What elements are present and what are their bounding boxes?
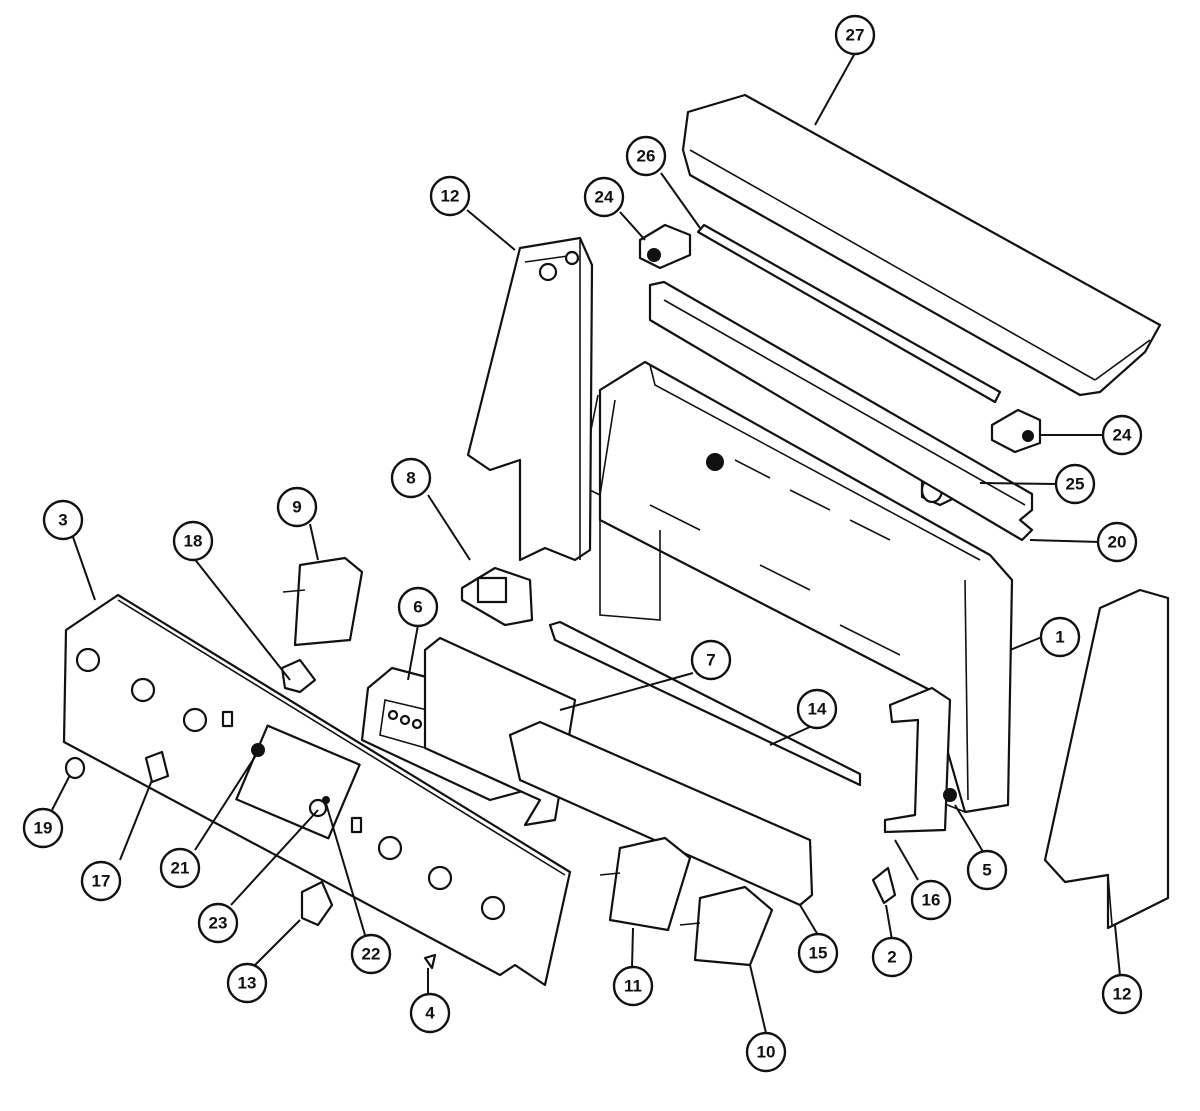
- callout-4: 4: [409, 992, 451, 1034]
- part-5-grommet: [943, 788, 957, 802]
- svg-text:15: 15: [809, 944, 828, 963]
- callout-22: 22: [350, 933, 392, 975]
- callout-14: 14: [796, 688, 838, 730]
- svg-text:3: 3: [58, 511, 67, 530]
- svg-text:14: 14: [808, 700, 827, 719]
- part-26-rod: [696, 223, 1002, 404]
- part-9-control: [282, 556, 364, 647]
- svg-text:17: 17: [92, 872, 111, 891]
- callout-15: 15: [797, 932, 839, 974]
- part-24-bracket-upper: [638, 223, 692, 270]
- part-4-screw: [423, 953, 437, 970]
- svg-text:26: 26: [637, 147, 656, 166]
- callout-9: 9: [276, 486, 318, 528]
- callout-18: 18: [172, 520, 214, 562]
- callout-2: 2: [871, 936, 913, 978]
- callout-20: 20: [1096, 521, 1138, 563]
- callout-12-lower: 12: [1101, 973, 1143, 1015]
- svg-text:12: 12: [441, 187, 460, 206]
- part-11-knob: [599, 836, 692, 932]
- svg-text:2: 2: [887, 948, 896, 967]
- part-24-bracket-lower: [990, 408, 1042, 454]
- callout-23: 23: [197, 902, 239, 944]
- callout-8: 8: [390, 457, 432, 499]
- callout-11: 11: [612, 965, 654, 1007]
- svg-text:19: 19: [34, 819, 53, 838]
- svg-text:25: 25: [1066, 475, 1085, 494]
- part-14-trim-strip: [548, 620, 862, 787]
- part-8-transformer: [460, 566, 534, 627]
- callout-24-lower: 24: [1101, 414, 1143, 456]
- svg-text:9: 9: [292, 498, 301, 517]
- svg-text:21: 21: [171, 859, 190, 878]
- svg-text:11: 11: [624, 977, 642, 996]
- part-17-rocker: [144, 750, 170, 784]
- part-18-switch: [280, 658, 317, 694]
- svg-text:12: 12: [1113, 985, 1132, 1004]
- svg-text:16: 16: [922, 891, 941, 910]
- svg-text:13: 13: [238, 974, 257, 993]
- part-19-lamp: [64, 756, 86, 780]
- part-12-side-endcap-right: [1043, 588, 1170, 930]
- callout-12-upper: 12: [429, 175, 471, 217]
- svg-text:27: 27: [846, 26, 865, 45]
- svg-text:24: 24: [1113, 426, 1132, 445]
- part-15-panel-bracket: [508, 720, 814, 907]
- callout-16: 16: [910, 879, 952, 921]
- callout-25: 25: [1054, 463, 1096, 505]
- callout-6: 6: [397, 586, 439, 628]
- part-27-top-trim: [681, 93, 1162, 397]
- svg-text:5: 5: [982, 861, 991, 880]
- callout-21: 21: [159, 847, 201, 889]
- svg-text:20: 20: [1108, 533, 1127, 552]
- svg-text:1: 1: [1055, 628, 1064, 647]
- callout-13: 13: [226, 962, 268, 1004]
- part-10-knob: [679, 885, 774, 967]
- part-16-side-bracket: [883, 686, 952, 834]
- part-13-knob: [300, 880, 334, 927]
- callout-26: 26: [625, 135, 667, 177]
- svg-text:22: 22: [362, 945, 381, 964]
- svg-text:23: 23: [209, 914, 228, 933]
- svg-text:8: 8: [406, 469, 415, 488]
- part-20-channel: [648, 280, 1034, 542]
- callout-3: 3: [42, 499, 84, 541]
- part-2-clip: [871, 866, 897, 905]
- callout-10: 10: [745, 1031, 787, 1073]
- callout-17: 17: [80, 860, 122, 902]
- callout-24-upper: 24: [583, 176, 625, 218]
- part-12-side-upright-left: [466, 236, 594, 562]
- part-21-indicator: [251, 743, 265, 757]
- callout-5: 5: [966, 849, 1008, 891]
- svg-text:24: 24: [595, 188, 614, 207]
- svg-text:4: 4: [425, 1004, 435, 1023]
- callout-1: 1: [1039, 616, 1081, 658]
- callout-19: 19: [22, 807, 64, 849]
- svg-text:7: 7: [706, 651, 715, 670]
- svg-text:6: 6: [413, 598, 422, 617]
- callout-27: 27: [834, 14, 876, 56]
- leader-lines: [51, 52, 1121, 1034]
- callout-7: 7: [690, 639, 732, 681]
- svg-text:18: 18: [184, 532, 203, 551]
- svg-text:10: 10: [757, 1043, 776, 1062]
